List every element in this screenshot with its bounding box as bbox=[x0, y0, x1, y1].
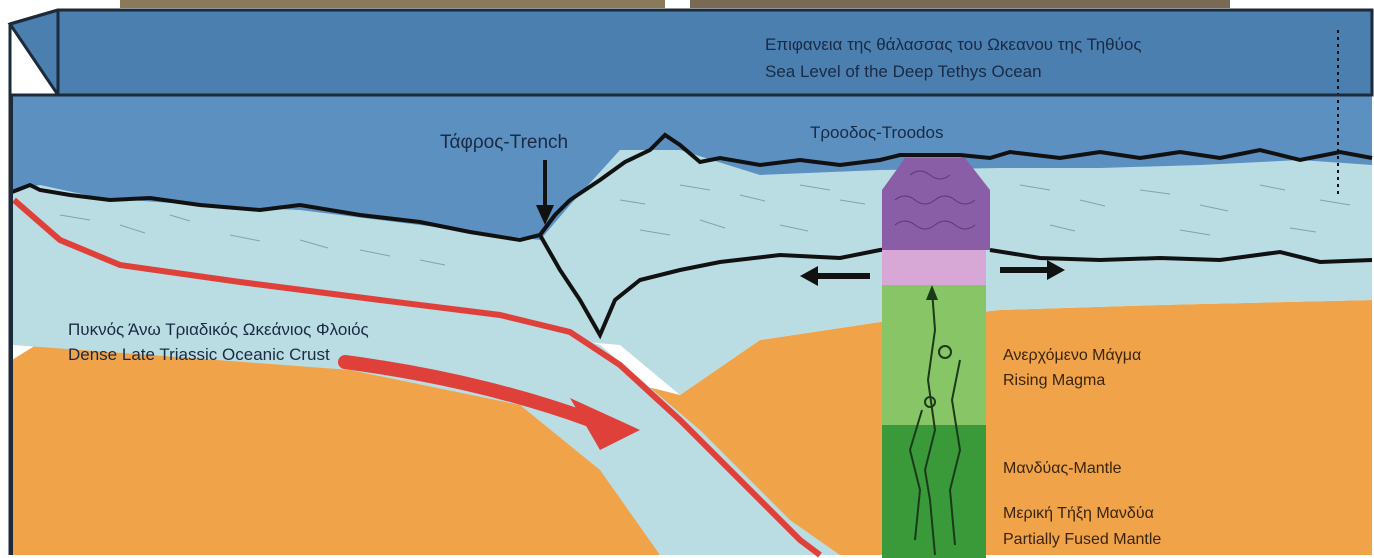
rising-magma-label-greek: Ανερχόμενο Μάγμα bbox=[1003, 347, 1141, 364]
troodos-label: Τροοδος-Troodos bbox=[810, 123, 943, 142]
sea-level-label-greek: Επιφανεια της θάλασσας του Ωκεανου της Τ… bbox=[765, 35, 1142, 54]
sea-level-label-english: Sea Level of the Deep Tethys Ocean bbox=[765, 62, 1042, 81]
ocean-top-face bbox=[10, 10, 1372, 95]
oceanic-crust-label-english: Dense Late Triassic Oceanic Crust bbox=[68, 345, 330, 364]
partial-melt-label-english: Partially Fused Mantle bbox=[1003, 531, 1161, 548]
partial-melt-label-greek: Μερική Τήξη Μανδύα bbox=[1003, 505, 1154, 522]
oceanic-crust-label-greek: Πυκνός Άνω Τριαδικός Ωκεάνιος Φλοιός bbox=[68, 320, 369, 339]
mantle-label: Μανδύας-Mantle bbox=[1003, 460, 1122, 477]
troodos-purple-body bbox=[882, 158, 990, 250]
top-photo-strip-left bbox=[120, 0, 665, 8]
troodos-pink-zone bbox=[882, 250, 986, 285]
top-photo-strip-right bbox=[690, 0, 1230, 8]
rising-magma-label-english: Rising Magma bbox=[1003, 372, 1105, 389]
trench-label: Τάφρος-Trench bbox=[440, 132, 568, 153]
